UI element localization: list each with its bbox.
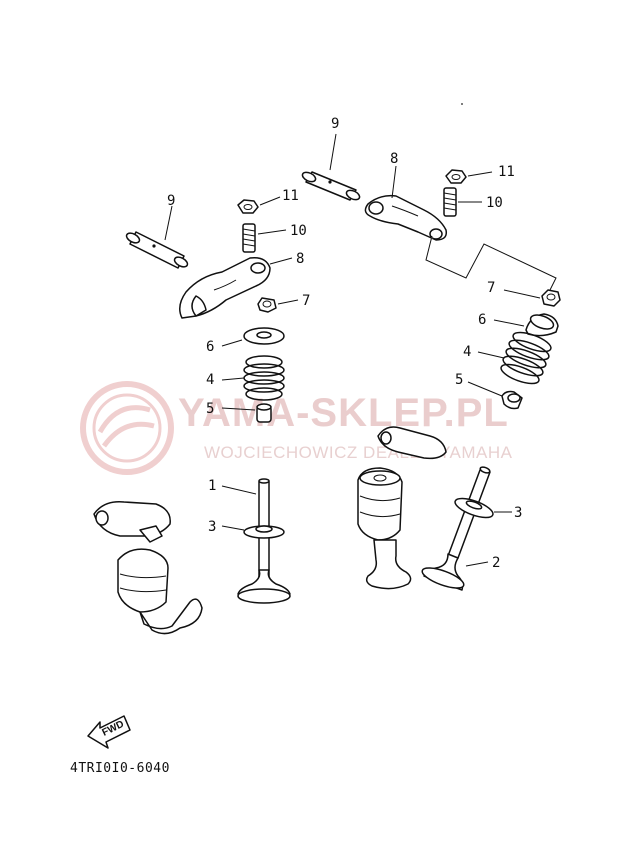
- assembled-view-right: [357, 426, 447, 590]
- diagram-code: 4TRI0I0-6040: [70, 761, 170, 776]
- valve-spring-right: [500, 331, 552, 385]
- valve-guide-right: [454, 497, 494, 519]
- stem-seal-right: [501, 390, 523, 410]
- rocker-shaft-left: [125, 231, 189, 269]
- exhaust-valve: [421, 466, 491, 591]
- rocker-arm-left: [179, 256, 271, 319]
- spring-seat-right: [525, 313, 559, 337]
- callout-7-left: 7: [302, 293, 310, 309]
- callout-9-left: 9: [167, 193, 175, 209]
- valve-spring-left: [243, 355, 285, 401]
- adjuster-screw-right: [443, 187, 457, 217]
- callout-3-left: 3: [208, 519, 216, 535]
- callout-5-left: 5: [206, 401, 214, 417]
- valve-retainer-right: [541, 289, 561, 307]
- callout-10-right: 10: [486, 195, 503, 211]
- callout-4-right: 4: [463, 344, 471, 360]
- watermark-brand: YAMA-SKLEP.PL: [178, 391, 509, 435]
- callout-6-right: 6: [478, 312, 486, 328]
- callout-8-left: 8: [296, 251, 304, 267]
- callout-10-left: 10: [290, 223, 307, 239]
- callout-3-right: 3: [514, 505, 522, 521]
- intake-valve: [237, 478, 291, 604]
- watermark: YAMA-SKLEP.PL WOJCIECHOWICZ DEALER YAMAH…: [80, 381, 513, 475]
- assembled-view-left: [93, 501, 203, 635]
- callout-6-left: 6: [206, 339, 214, 355]
- callout-5-right: 5: [455, 372, 463, 388]
- watermark-logo: [80, 381, 174, 475]
- callout-9-right: 9: [331, 116, 339, 132]
- callout-4-left: 4: [206, 372, 214, 388]
- assembly-indicator-line: [425, 235, 557, 291]
- callout-11-left: 11: [282, 188, 299, 204]
- watermark-tagline: WOJCIECHOWICZ DEALER YAMAHA: [204, 443, 513, 462]
- adjuster-screw-left: [242, 223, 256, 253]
- callout-11-right: 11: [498, 164, 515, 180]
- fwd-arrow-icon: FWD: [87, 715, 131, 749]
- stem-seal-left: [256, 403, 272, 423]
- locknut-right: [445, 169, 467, 184]
- callout-1: 1: [208, 478, 216, 494]
- spring-seat-left: [243, 327, 285, 345]
- valve-guide-left: [243, 525, 285, 539]
- callout-7-right: 7: [487, 280, 495, 296]
- locknut-left: [237, 199, 259, 214]
- rocker-arm-right: [364, 194, 448, 241]
- callout-8-right: 8: [390, 151, 398, 167]
- rocker-shaft-right: [301, 171, 361, 201]
- callout-2: 2: [492, 555, 500, 571]
- valve-retainer-left: [257, 297, 277, 313]
